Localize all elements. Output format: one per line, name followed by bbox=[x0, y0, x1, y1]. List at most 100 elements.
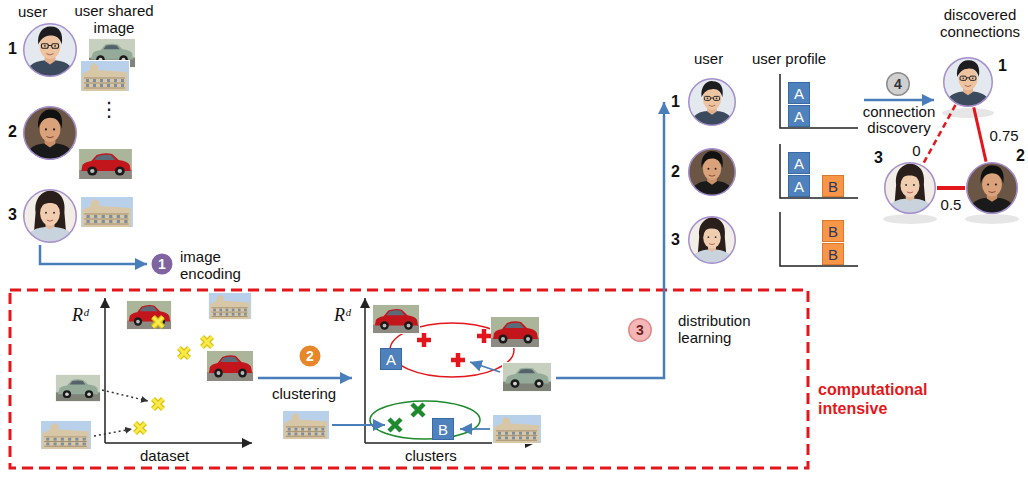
avatar-ring bbox=[966, 162, 1018, 214]
user-avatar: 2 bbox=[688, 148, 736, 196]
flow-arrows bbox=[40, 100, 934, 378]
connection-line bbox=[937, 186, 965, 190]
assign-arrow bbox=[460, 428, 490, 430]
shadow bbox=[965, 214, 1019, 224]
avatar-ring bbox=[884, 162, 936, 214]
histogram-block: A bbox=[788, 105, 810, 127]
cluster-point bbox=[451, 353, 465, 367]
avatar-ring bbox=[23, 106, 77, 160]
axis-label: Rᵈ bbox=[72, 305, 89, 325]
step-circle: 3 bbox=[628, 318, 652, 342]
connection-line bbox=[974, 107, 986, 161]
user-number: 1 bbox=[671, 94, 680, 110]
user-face bbox=[688, 148, 736, 196]
step-caption: image encoding bbox=[180, 248, 254, 282]
flow-arrow bbox=[40, 245, 147, 264]
cluster-point bbox=[389, 419, 401, 431]
region-note: computational intensive bbox=[818, 380, 948, 418]
flow-arrow bbox=[864, 99, 934, 102]
step-disc bbox=[629, 319, 652, 342]
feature-point bbox=[202, 337, 212, 347]
avatar-ring bbox=[967, 163, 1018, 214]
user-avatar: 3 bbox=[23, 189, 77, 243]
axes bbox=[105, 74, 858, 443]
shared-photo bbox=[55, 374, 101, 402]
avatar-ring bbox=[24, 190, 77, 243]
leader-arrow bbox=[102, 390, 148, 401]
assign-arrow bbox=[332, 424, 385, 426]
axis-label: dataset bbox=[140, 447, 189, 464]
block-letter: A bbox=[794, 179, 804, 194]
user-photos bbox=[78, 38, 136, 228]
shared-photo bbox=[126, 300, 172, 330]
shadow bbox=[883, 214, 937, 224]
feature-point bbox=[135, 423, 145, 433]
avatar-ring bbox=[943, 57, 993, 107]
avatar-ring bbox=[24, 24, 77, 77]
cluster-photos bbox=[282, 304, 552, 444]
feature-point bbox=[179, 348, 189, 358]
user-face bbox=[943, 57, 993, 107]
user-number: 3 bbox=[671, 232, 680, 248]
step-circle: 2 bbox=[298, 344, 322, 368]
histogram-block: A bbox=[788, 152, 810, 174]
avatar-ring bbox=[688, 216, 736, 264]
step-number: 4 bbox=[894, 77, 902, 91]
user-number: 2 bbox=[8, 124, 17, 140]
cluster-point bbox=[477, 329, 491, 343]
block-letter: A bbox=[794, 86, 804, 101]
histogram-block: A bbox=[788, 82, 810, 104]
block-letter: A bbox=[386, 352, 396, 367]
shared-photo bbox=[206, 350, 254, 382]
shared-photo bbox=[40, 420, 92, 450]
histogram-block: B bbox=[822, 243, 844, 265]
column-header: user shared image bbox=[70, 2, 158, 36]
avatar-ring bbox=[689, 79, 736, 126]
avatar-ring bbox=[944, 58, 993, 107]
step-disc bbox=[887, 73, 910, 96]
shared-photo bbox=[80, 196, 134, 228]
block-letter: B bbox=[828, 247, 838, 262]
user-number: 3 bbox=[8, 207, 17, 223]
user-face bbox=[966, 162, 1018, 214]
avatar-ring bbox=[885, 163, 936, 214]
assign-arrows bbox=[332, 362, 500, 429]
feature-point bbox=[153, 399, 163, 409]
column-header: user profile bbox=[752, 50, 826, 67]
cluster-point bbox=[412, 404, 424, 416]
axis bbox=[105, 442, 252, 444]
step-number: 2 bbox=[306, 349, 314, 363]
shared-photo bbox=[80, 60, 130, 92]
shared-photo bbox=[492, 414, 542, 444]
shared-photo bbox=[282, 410, 330, 440]
step-number: 3 bbox=[636, 323, 644, 337]
step-disc bbox=[299, 345, 322, 368]
block-letter: B bbox=[828, 224, 838, 239]
edge-weight: 0.5 bbox=[939, 196, 964, 213]
shared-photo bbox=[208, 292, 252, 320]
histogram-axis bbox=[780, 212, 858, 266]
cluster-outline bbox=[370, 401, 480, 439]
edge-weight: 0.75 bbox=[987, 127, 1020, 144]
shared-photo bbox=[490, 316, 540, 348]
cluster-box: A bbox=[380, 348, 402, 370]
avatar-ring bbox=[688, 78, 736, 126]
step-disc bbox=[151, 253, 174, 276]
shared-photo bbox=[372, 304, 420, 334]
ellipsis: ⋮ bbox=[99, 97, 119, 121]
user-face bbox=[884, 162, 936, 214]
user-face bbox=[23, 106, 77, 160]
histogram-axis bbox=[780, 144, 858, 198]
panel-title: discovered connections bbox=[935, 6, 1025, 40]
user-faces bbox=[23, 23, 1019, 264]
assign-arrow bbox=[470, 362, 500, 372]
user-avatar: 1 bbox=[943, 57, 993, 107]
user-number: 2 bbox=[1016, 148, 1025, 164]
avatar-ring bbox=[23, 189, 77, 243]
user-avatar: 1 bbox=[23, 23, 77, 77]
histogram-axis bbox=[780, 74, 858, 128]
cluster-points bbox=[389, 329, 491, 431]
histogram-block: B bbox=[822, 175, 844, 197]
cluster-point bbox=[417, 333, 431, 347]
flow-arrow bbox=[556, 102, 664, 378]
